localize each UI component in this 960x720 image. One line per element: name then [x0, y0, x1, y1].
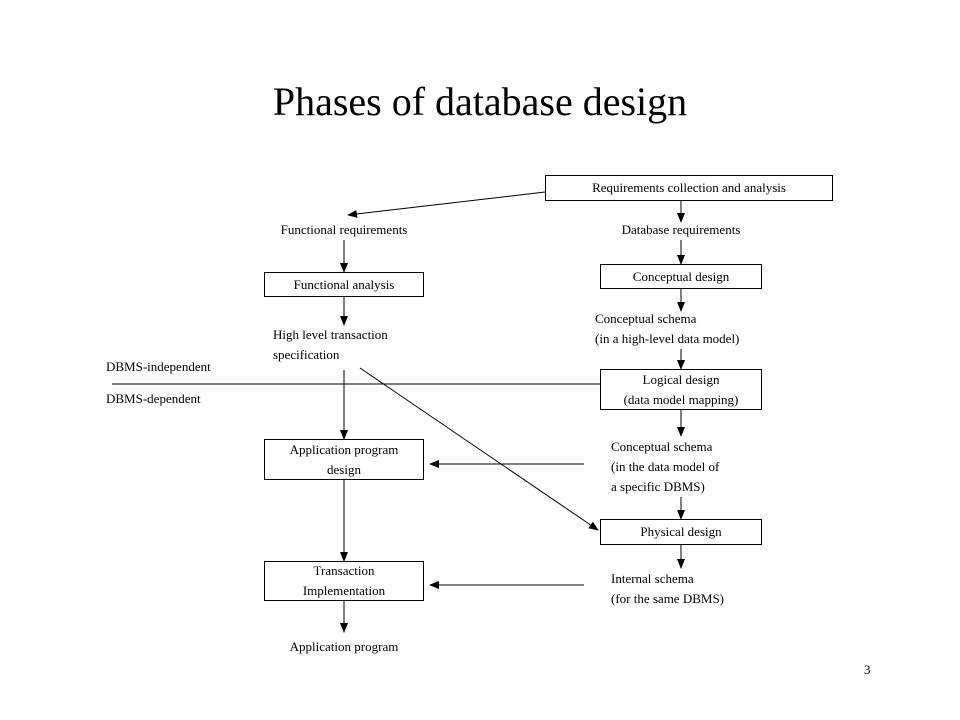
arrow-high-level-to-physical: [359, 367, 599, 531]
box-logical-design-label-line1: Logical design: [642, 371, 720, 387]
label-internal-schema-line1: Internal schema: [611, 571, 694, 586]
label-database-requirements: Database requirements: [621, 222, 741, 237]
label-internal-schema-line2: (for the same DBMS): [611, 591, 725, 606]
box-conceptual-design: Conceptual design: [600, 264, 762, 289]
box-transaction-label-line1: Transaction: [313, 563, 375, 578]
label-conceptual-schema-line1: Conceptual schema: [595, 311, 697, 326]
box-physical-design-label: Physical design: [640, 524, 722, 539]
box-physical-design: Physical design: [600, 519, 762, 545]
box-transaction-label-line2: Implementation: [302, 583, 386, 598]
box-requirements-collection-label: Requirements collection and analysis: [592, 180, 786, 195]
label-dbms-independent: DBMS-independent: [106, 359, 211, 374]
box-application-program-design: Application program design: [264, 439, 424, 480]
box-transaction-implementation: Transaction Implementation: [264, 561, 424, 601]
label-conceptual-schema-line2: (in a high-level data model): [595, 331, 740, 346]
arrow-requirements-to-functional: [347, 191, 546, 218]
box-functional-analysis-label: Functional analysis: [293, 276, 395, 292]
box-app-design-label-line1: Application program: [289, 441, 399, 457]
page-title: Phases of database design: [272, 79, 688, 124]
box-logical-design-label-line2: (data model mapping): [623, 391, 739, 407]
label-functional-requirements: Functional requirements: [280, 222, 408, 237]
label-dbms-dependent: DBMS-dependent: [106, 391, 201, 406]
box-requirements-collection: Requirements collection and analysis: [545, 175, 833, 201]
label-conceptual-schema2-line1: Conceptual schema: [611, 439, 713, 454]
label-conceptual-schema2-line2: (in the data model of: [611, 459, 720, 474]
box-app-design-label-line2: design: [327, 461, 361, 477]
box-conceptual-design-label: Conceptual design: [632, 268, 730, 284]
label-high-level-line1: High level transaction: [273, 327, 388, 342]
page-number: 3: [864, 662, 871, 677]
label-application-program: Application program: [289, 639, 399, 654]
box-functional-analysis: Functional analysis: [264, 272, 424, 297]
label-high-level-line2: specification: [273, 347, 340, 362]
box-logical-design: Logical design (data model mapping): [600, 369, 762, 410]
label-conceptual-schema2-line3: a specific DBMS): [611, 479, 705, 494]
